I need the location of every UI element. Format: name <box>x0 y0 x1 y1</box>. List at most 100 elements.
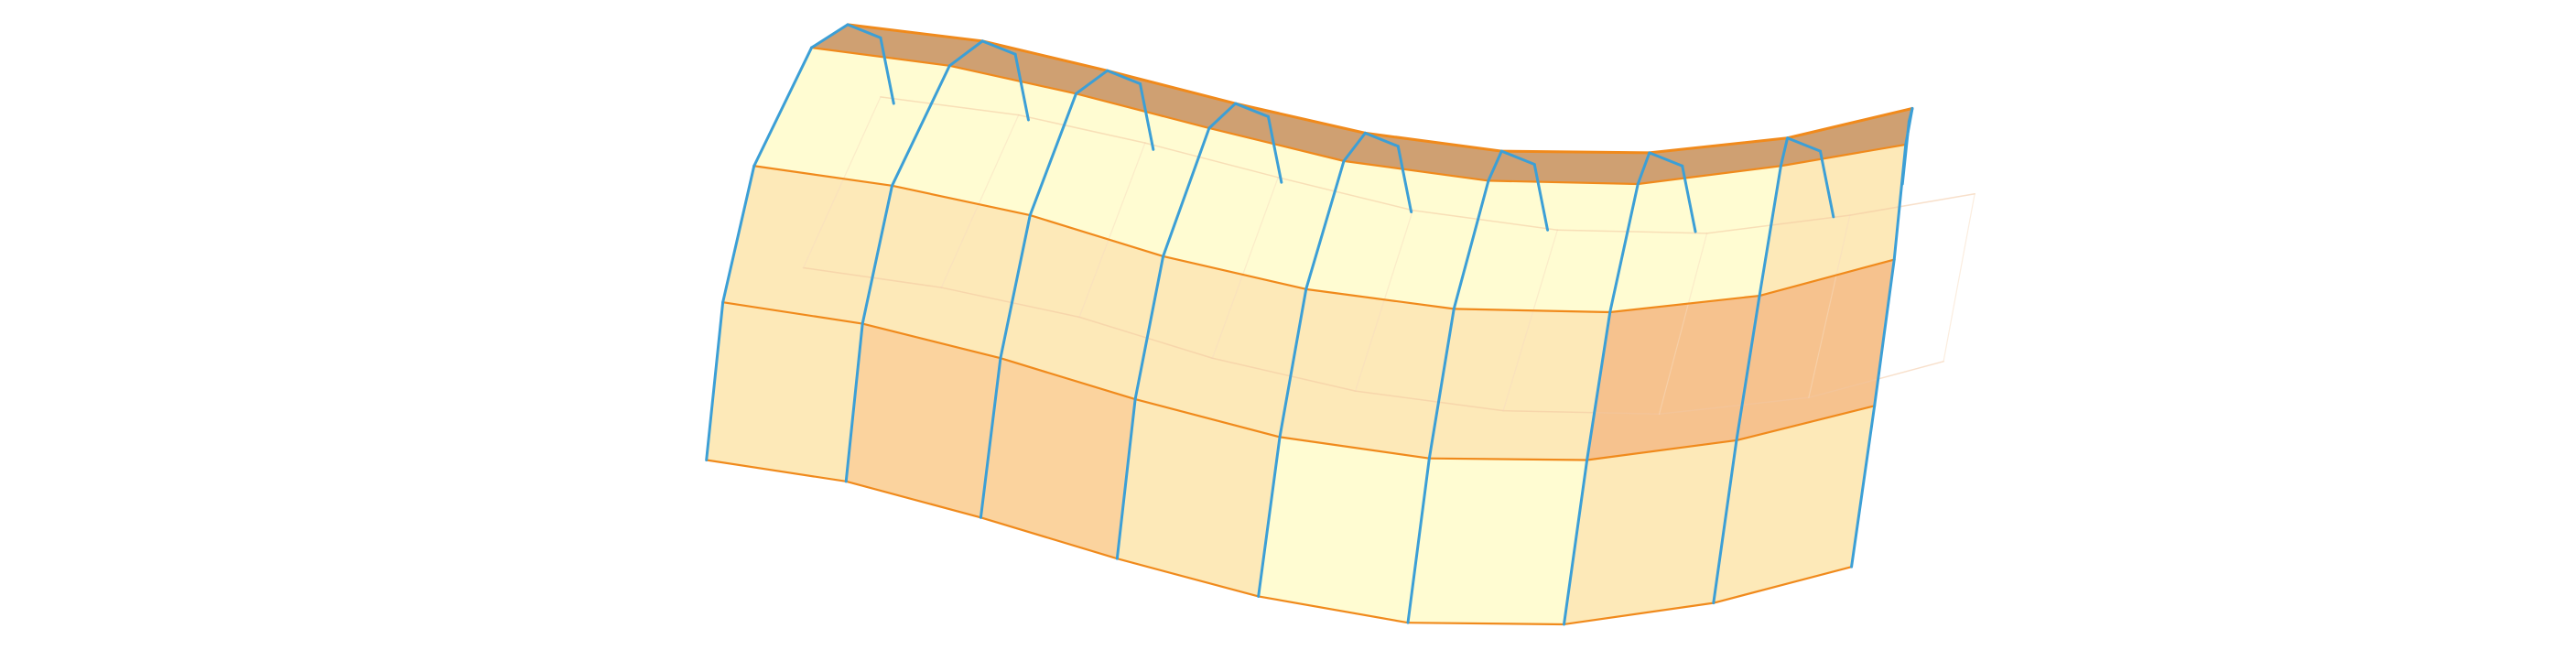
hidden-edge <box>1943 193 1975 363</box>
horizontal-edge <box>1342 159 1490 182</box>
top-band-face <box>1488 151 1650 184</box>
panel-face <box>1429 309 1610 460</box>
hidden-edge <box>1658 233 1708 415</box>
top-band-face <box>1780 108 1912 167</box>
horizontal-edge <box>980 39 1109 72</box>
horizontal-edge <box>1075 92 1210 130</box>
rib-inner-segment <box>1907 106 1914 124</box>
horizontal-edge <box>1278 436 1431 460</box>
horizontal-edge <box>1563 601 1715 626</box>
rib-segment <box>1850 404 1877 569</box>
panel-face <box>862 185 1031 359</box>
rib-segment <box>1278 287 1308 439</box>
horizontal-edge <box>752 165 893 187</box>
horizontal-edge <box>1453 308 1611 314</box>
horizontal-edge <box>1363 131 1503 153</box>
rib-inner-segment <box>1786 136 1822 153</box>
rib-segment <box>1758 164 1782 298</box>
rib-segment <box>1133 255 1165 401</box>
rib-inner-segment <box>1266 114 1283 184</box>
horizontal-edge <box>1257 595 1410 624</box>
hidden-edge <box>1144 142 1279 179</box>
hidden-edge <box>1808 214 1851 398</box>
horizontal-edges <box>705 23 1914 626</box>
rib-segment <box>1406 457 1431 624</box>
hidden-edge <box>1412 209 1559 231</box>
hidden-edge <box>1211 177 1279 359</box>
rib-segment <box>1257 435 1282 598</box>
rib-segment <box>1207 102 1238 130</box>
top-band-face <box>949 40 1108 94</box>
rib-inner-segment <box>1648 151 1684 168</box>
hidden-edge <box>1354 390 1504 412</box>
top-band-face <box>1076 70 1236 128</box>
hidden-edge <box>880 96 1020 116</box>
hidden-edge <box>1556 229 1708 234</box>
panel-face <box>1135 255 1306 438</box>
horizontal-edge <box>1487 179 1640 186</box>
hidden-edge <box>1354 210 1413 392</box>
horizontal-edge <box>1608 294 1761 314</box>
rib-inner-segment <box>1818 149 1835 219</box>
rib-segment <box>721 164 756 304</box>
rib-segment <box>1779 136 1790 168</box>
hidden-edge <box>1705 214 1851 234</box>
hidden-edge <box>1211 357 1357 392</box>
rib-inner-segment <box>1013 52 1030 122</box>
panel-face <box>1609 166 1781 312</box>
hidden-edge <box>1502 409 1661 415</box>
horizontal-edge <box>1428 457 1588 461</box>
horizontal-edge <box>1648 136 1790 155</box>
rib-segment <box>810 23 850 49</box>
rib-inner-segment <box>1106 69 1142 86</box>
panel-face <box>1408 458 1587 624</box>
horizontal-edge <box>1406 622 1565 626</box>
rib-segment <box>999 213 1032 360</box>
horizontal-edge <box>1207 126 1346 162</box>
rib-segment <box>1563 459 1589 626</box>
rib-inner-segment <box>1396 145 1413 214</box>
horizontal-edge <box>980 516 1119 560</box>
rib-inner-segment <box>1234 102 1270 118</box>
rib-inner-segment <box>1681 164 1697 233</box>
hidden-edge <box>1078 142 1146 318</box>
vertical-ribs <box>705 23 1914 626</box>
horizontal-edge <box>948 64 1077 95</box>
panel-face <box>722 166 893 324</box>
top-band-face <box>1344 133 1502 181</box>
horizontal-edge <box>999 357 1137 401</box>
horizontal-edge <box>861 322 1002 360</box>
horizontal-edge <box>1780 143 1907 168</box>
horizontal-edge <box>1499 149 1651 155</box>
hidden-grid-lines <box>802 96 1975 415</box>
panel-face <box>1586 296 1760 460</box>
horizontal-edge <box>1106 69 1238 105</box>
panel-face <box>846 323 1001 518</box>
rib-segment <box>1608 182 1640 314</box>
rib-segment <box>979 356 1002 519</box>
top-band-face <box>1208 103 1366 161</box>
hidden-edge <box>940 287 1080 319</box>
panel-face <box>1280 288 1455 459</box>
rib-segment <box>1115 397 1137 560</box>
panel-face <box>706 302 863 482</box>
horizontal-edge <box>1637 165 1782 186</box>
rib-segment <box>1452 179 1490 310</box>
horizontal-edge <box>1116 558 1260 598</box>
rib-segment <box>1427 307 1456 460</box>
rib-segment <box>844 322 864 483</box>
horizontal-edge <box>1029 213 1164 258</box>
rib-segment <box>1873 258 1896 407</box>
rib-segment <box>1028 92 1077 217</box>
panel-face <box>1713 406 1875 603</box>
rib-segment <box>947 39 984 68</box>
rib-inner-segment <box>846 23 882 39</box>
rib-inner-segment <box>1532 162 1550 232</box>
rib-segment <box>705 300 725 461</box>
horizontal-edge <box>1586 439 1738 461</box>
rib-inner-segment <box>1900 120 1910 186</box>
hidden-edge <box>1502 229 1558 412</box>
panel-face <box>1000 215 1164 400</box>
panel-face <box>1258 437 1430 623</box>
